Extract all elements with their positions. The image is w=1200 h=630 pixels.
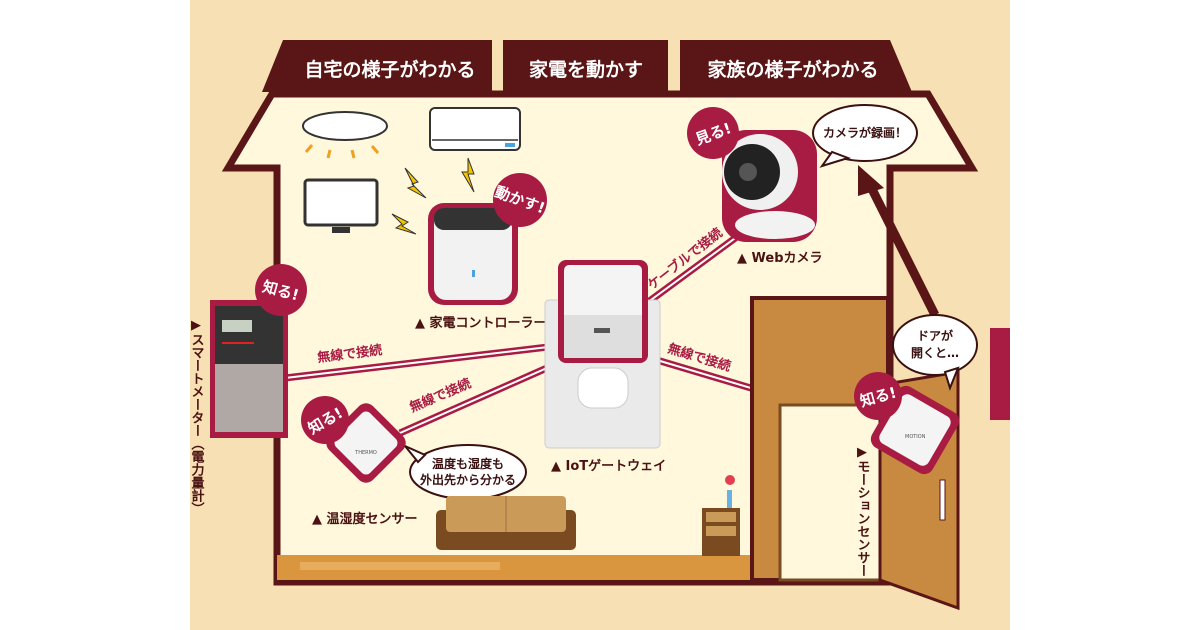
tab-move-appliances-label: 家電を動かす xyxy=(529,58,643,81)
air-conditioner-icon xyxy=(429,107,521,151)
appliance-controller: 動かす! ▲ 家電コントローラー xyxy=(415,173,547,331)
smart-meter: 知る! ▶スマートメーター（電力量計） xyxy=(189,264,307,515)
thermo-device-text: THERMO xyxy=(354,450,377,456)
ceiling-light-icon xyxy=(302,111,388,159)
svg-text:外出先から分かる: 外出先から分かる xyxy=(420,472,516,487)
camera-link-line xyxy=(637,233,741,311)
iot-gateway: ▲ IoTゲートウェイ xyxy=(544,260,666,474)
svg-text:ドアが: ドアが xyxy=(917,328,953,343)
exterior-sign xyxy=(990,328,1010,420)
side-table-icon xyxy=(702,475,740,556)
motion-know-badge xyxy=(854,372,902,420)
television-icon xyxy=(303,178,379,233)
meter-link-line xyxy=(284,341,566,382)
door-open-bubble: ドアが 開くと… xyxy=(892,314,978,391)
motion-sensor-label: ▶モーションセンサー xyxy=(855,445,871,577)
appliance-controller-label: ▲ 家電コントローラー xyxy=(415,315,547,331)
move-badge xyxy=(493,173,547,227)
thermo-sensor-label: ▲ 温湿度センサー xyxy=(312,511,418,527)
arrow-icon xyxy=(858,165,940,318)
thermo-link-line xyxy=(398,356,567,437)
thermo-sensor: THERMO 知る! ▲ 温湿度センサー xyxy=(301,396,418,527)
camera-record-bubble: カメラが録画！ xyxy=(812,104,918,168)
motion-device-text: MOTION xyxy=(905,434,926,440)
smart-meter-label: ▶スマートメーター（電力量計） xyxy=(189,318,206,515)
svg-text:開くと…: 開くと… xyxy=(911,346,959,360)
web-camera-label: ▲ Webカメラ xyxy=(737,251,823,266)
connection-lines xyxy=(284,233,876,437)
tab-family-status-label: 家族の様子がわかる xyxy=(707,58,878,81)
motion-sensor: MOTION 知る! ▶モーションセンサー xyxy=(854,372,960,577)
tab-home-status xyxy=(262,40,492,92)
web-camera: 見る! ▲ Webカメラ xyxy=(687,107,823,266)
meter-know-badge xyxy=(255,264,307,316)
sofa-icon xyxy=(436,496,576,550)
lightning-icons xyxy=(391,157,475,235)
thermo-know-badge xyxy=(301,396,349,444)
svg-text:温度も湿度も: 温度も湿度も xyxy=(432,456,504,471)
svg-text:カメラが録画！: カメラが録画！ xyxy=(823,125,907,140)
gateway-label: ▲ IoTゲートウェイ xyxy=(551,458,666,474)
tab-home-status-label: 自宅の様子がわかる xyxy=(304,58,475,81)
flower-icon xyxy=(725,475,735,485)
see-badge xyxy=(687,107,739,159)
meter-link-label: 無線で接続 xyxy=(317,342,383,366)
category-tabs: 自宅の様子がわかる 家電を動かす 家族の様子がわかる xyxy=(262,40,912,92)
tab-move-appliances xyxy=(503,40,668,92)
thermo-bubble: 温度も湿度も 外出先から分かる xyxy=(404,444,527,500)
tab-family-status xyxy=(680,40,912,92)
